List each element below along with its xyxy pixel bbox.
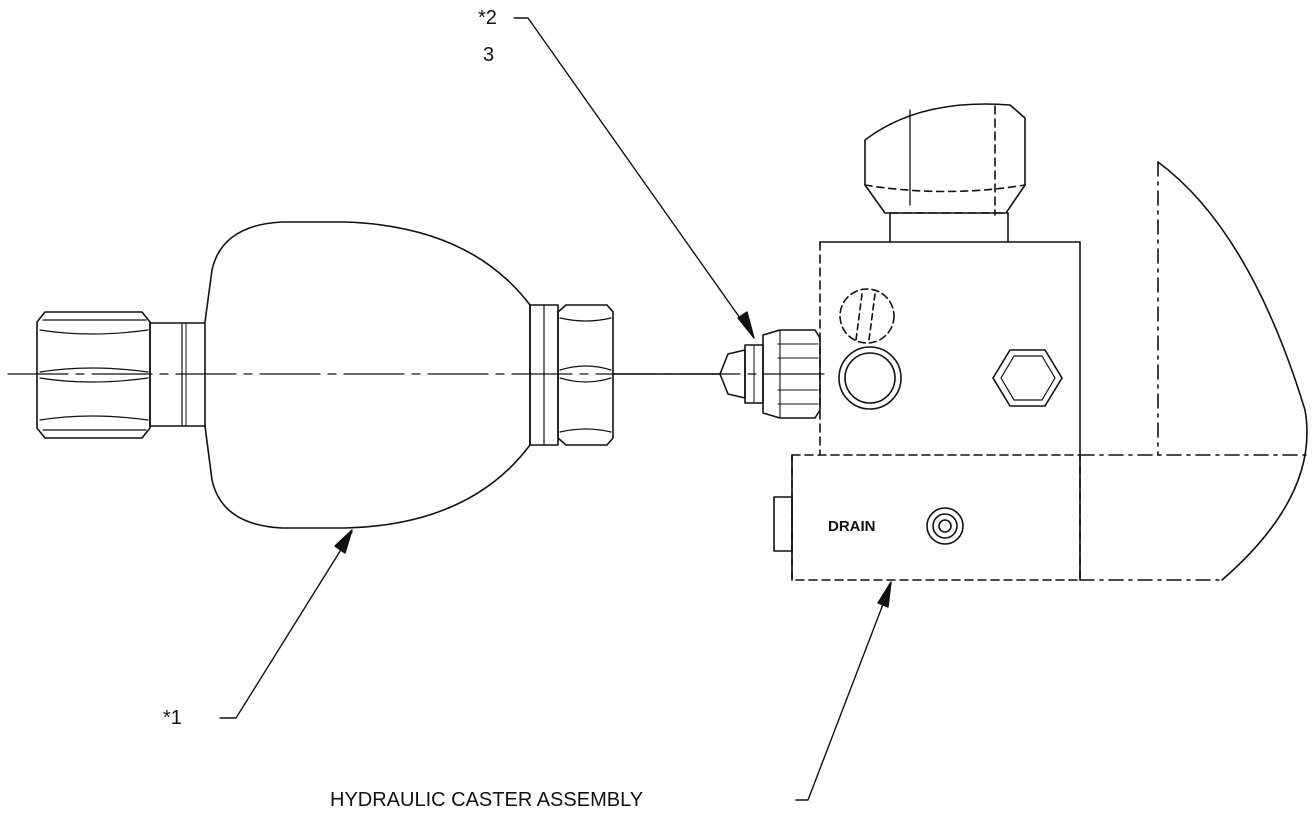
callout-label-3: 3 <box>483 44 495 66</box>
valve-block <box>819 241 1081 456</box>
bottle-body <box>204 221 531 529</box>
callout-label-1: *1 <box>163 707 182 729</box>
arrowhead-2 <box>737 311 755 339</box>
arrowhead-1 <box>334 529 353 554</box>
accumulator-part-1 <box>36 221 721 529</box>
caster-wheel <box>1079 161 1312 581</box>
left-hex-nut <box>36 311 151 439</box>
callout-label-2: *2 <box>478 7 497 29</box>
top-cap-nut <box>864 103 1026 243</box>
leader-1 <box>219 531 353 719</box>
lower-housing <box>773 454 1081 581</box>
leader-assembly <box>795 585 891 801</box>
leader-2 <box>513 17 753 336</box>
leader-lines <box>219 17 892 801</box>
assembly-label: HYDRAULIC CASTER ASSEMBLY <box>330 789 644 811</box>
drain-label: DRAIN <box>828 518 876 535</box>
arrowhead-assembly <box>877 581 892 608</box>
left-neck <box>149 322 206 427</box>
caster-assembly <box>773 103 1312 581</box>
fitting-part-2 <box>719 329 821 419</box>
right-hex-nut <box>557 304 614 446</box>
right-collar <box>529 304 559 446</box>
